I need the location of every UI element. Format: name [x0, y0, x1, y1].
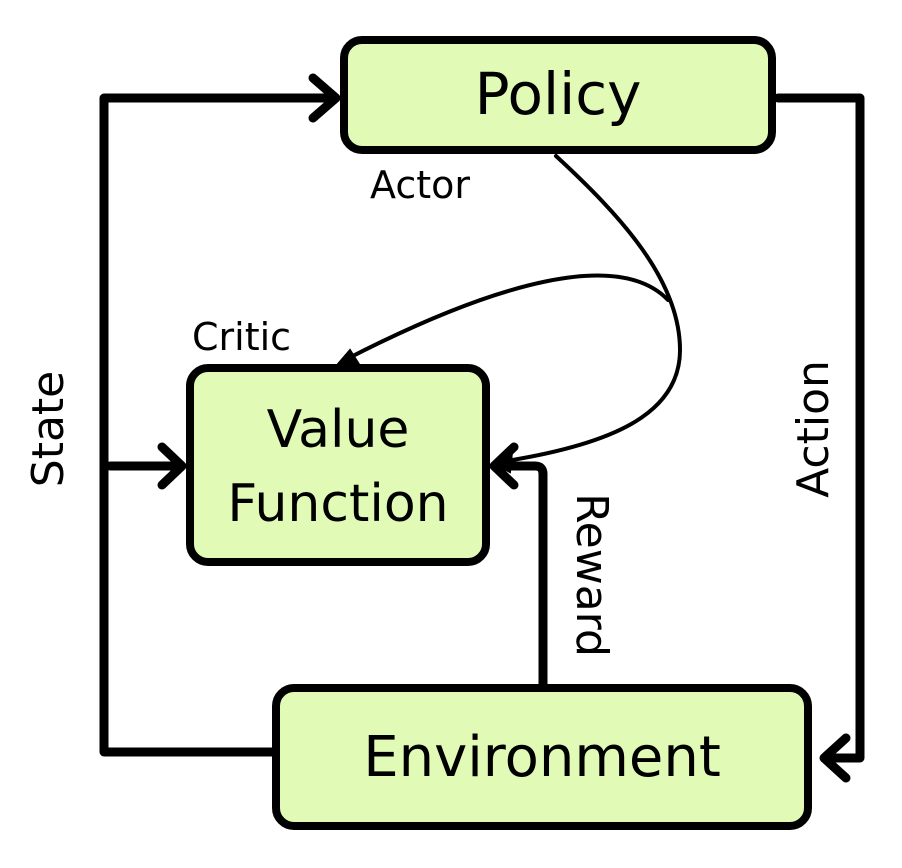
- reward-arrowhead: [489, 442, 519, 490]
- state-arrowhead-policy: [308, 73, 341, 123]
- reward-label: Reward: [566, 493, 617, 657]
- actor-critic-curve: [498, 154, 683, 464]
- action-arrowhead: [819, 733, 851, 783]
- value-function-node: Value Function: [186, 364, 490, 566]
- environment-node: Environment: [272, 684, 812, 830]
- reward-connector: [495, 461, 548, 689]
- state-arrowhead-value: [157, 442, 187, 490]
- critic-label: Critic: [192, 315, 292, 359]
- actor-label: Actor: [370, 163, 470, 207]
- policy-node: Policy: [340, 36, 776, 154]
- value-function-label-line2: Function: [227, 473, 449, 534]
- action-connector: [773, 93, 865, 763]
- environment-label: Environment: [363, 724, 721, 790]
- critic-feedback-curve: [343, 273, 670, 362]
- action-label: Action: [788, 360, 839, 498]
- value-arrowhead-thin: [490, 450, 514, 474]
- policy-label: Policy: [474, 60, 642, 128]
- state-connector: [99, 93, 337, 757]
- state-label: State: [23, 370, 74, 488]
- value-function-label-line1: Value: [266, 399, 410, 460]
